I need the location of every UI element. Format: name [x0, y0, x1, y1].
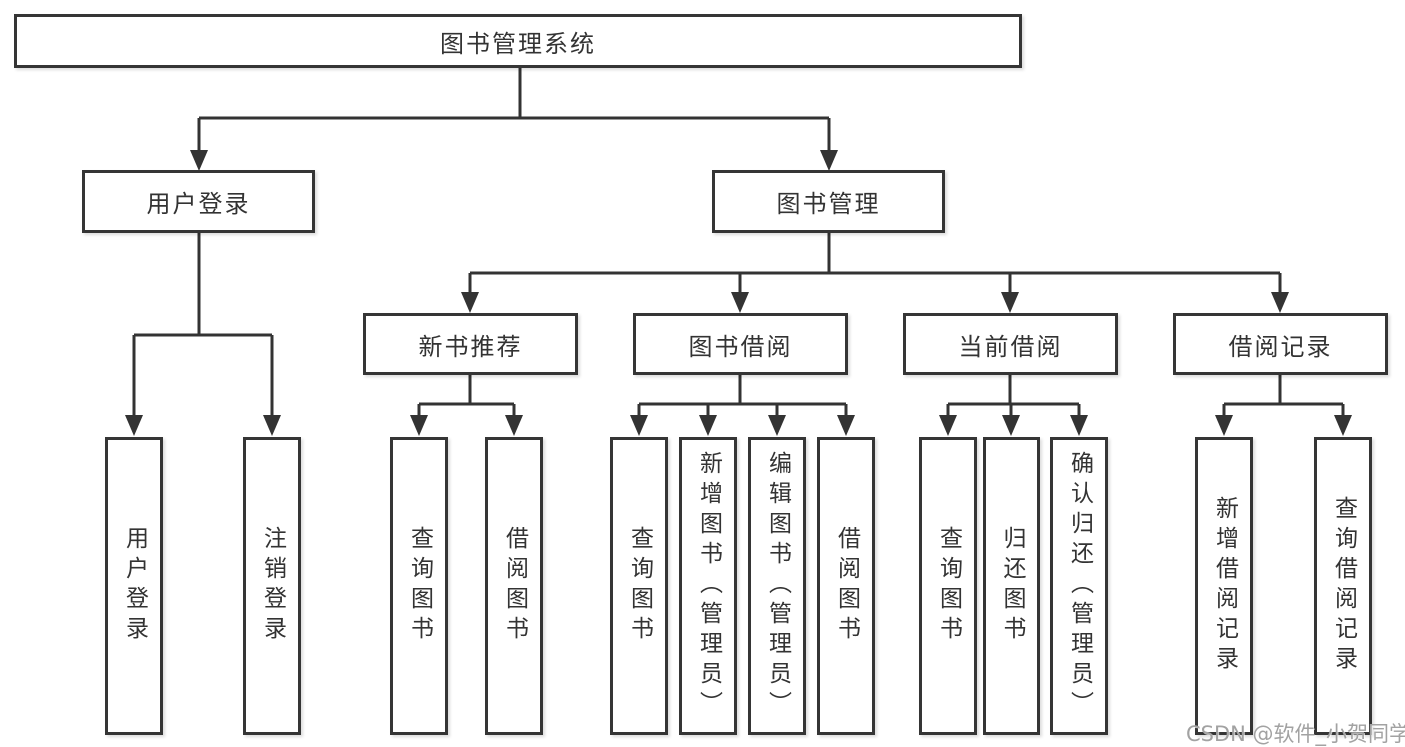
node-leaf-query-books-2: 查询图书	[610, 437, 668, 735]
node-user-login-branch: 用户登录	[82, 170, 315, 233]
node-leaf-borrow-books-1: 借阅图书	[485, 437, 543, 735]
node-label: 注销登录	[259, 526, 286, 646]
node-book-management: 图书管理	[712, 170, 945, 233]
node-borrowing-records: 借阅记录	[1173, 313, 1388, 375]
node-label: 归还图书	[999, 526, 1025, 646]
node-leaf-user-login: 用户登录	[105, 437, 163, 735]
node-leaf-edit-books-admin: 编辑图书（管理员）	[748, 437, 806, 735]
node-label: 新增借阅记录	[1211, 496, 1238, 676]
node-label: 查询借阅记录	[1330, 496, 1357, 676]
node-book-borrowing: 图书借阅	[633, 313, 848, 375]
node-leaf-add-books-admin: 新增图书（管理员）	[679, 437, 737, 735]
node-label: 当前借阅	[958, 332, 1063, 361]
node-label: 确认归还（管理员）	[1066, 451, 1093, 721]
node-label: 新增图书（管理员）	[695, 451, 722, 721]
node-leaf-return-books: 归还图书	[983, 437, 1040, 735]
node-leaf-logout: 注销登录	[243, 437, 301, 735]
node-label: 用户登录	[121, 526, 148, 646]
node-label: 借阅图书	[501, 526, 528, 646]
node-label: 编辑图书（管理员）	[764, 451, 791, 721]
node-label: 查询图书	[626, 526, 653, 646]
node-leaf-query-borrow-record: 查询借阅记录	[1314, 437, 1372, 735]
node-library-management-system: 图书管理系统	[14, 14, 1022, 68]
node-leaf-confirm-return-admin: 确认归还（管理员）	[1050, 437, 1108, 735]
node-label: 图书管理系统	[440, 29, 596, 58]
node-leaf-add-borrow-record: 新增借阅记录	[1195, 437, 1253, 735]
node-new-book-recommend: 新书推荐	[363, 313, 578, 375]
node-current-borrowing: 当前借阅	[903, 313, 1118, 375]
node-leaf-query-books-1: 查询图书	[390, 437, 448, 735]
node-label: 用户登录	[146, 190, 251, 218]
node-label: 图书借阅	[688, 332, 793, 361]
node-label: 查询图书	[406, 526, 433, 646]
node-label: 查询图书	[935, 526, 962, 646]
node-label: 新书推荐	[418, 332, 523, 361]
node-leaf-query-books-3: 查询图书	[919, 437, 977, 735]
node-label: 图书管理	[776, 190, 881, 218]
arrowhead-icons	[125, 150, 1352, 436]
node-label: 借阅图书	[833, 526, 860, 646]
csdn-watermark: CSDN @软件_小贺同学	[1186, 722, 1405, 746]
node-label: 借阅记录	[1228, 332, 1333, 361]
node-leaf-borrow-books-2: 借阅图书	[817, 437, 875, 735]
